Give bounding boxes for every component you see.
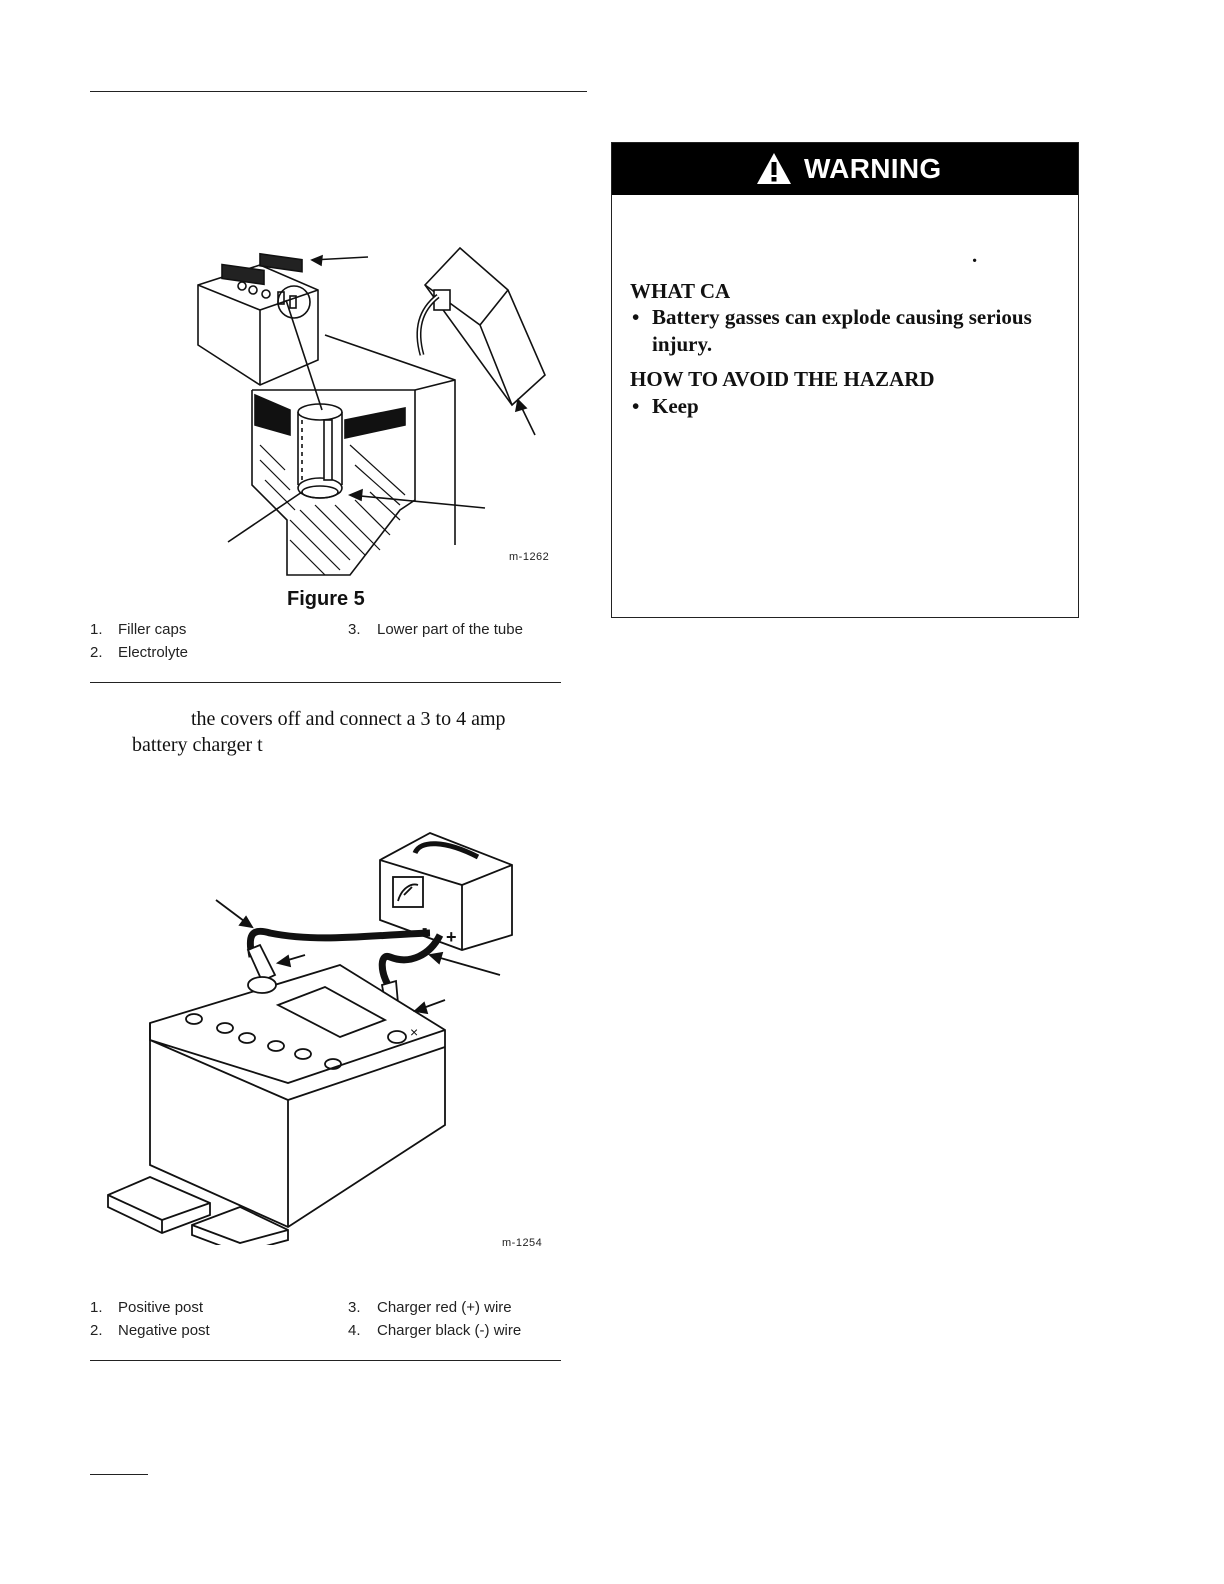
legend-item: Lower part of the tube [377, 621, 523, 638]
warning-what-heading: WHAT CA [630, 279, 731, 303]
legend-item: Charger red (+) wire [377, 1299, 512, 1316]
legend-number: 2. [90, 1322, 103, 1339]
warning-what-line2: injury. [652, 332, 713, 356]
figure5-caption: Figure 5 [287, 588, 365, 610]
figure5-tag: m-1262 [509, 551, 550, 563]
header-rule [90, 91, 587, 92]
legend-item: Electrolyte [118, 644, 189, 661]
warning-box: WARNING . WHAT CA • Battery gasses can e… [611, 142, 1079, 618]
figure5-illustration [197, 246, 546, 576]
bullet: • [632, 394, 640, 418]
figure6-rule [90, 1360, 561, 1361]
figure6-tag: m-1254 [502, 1237, 543, 1249]
legend-number: 4. [348, 1322, 361, 1339]
warning-header: WARNING [612, 143, 1078, 195]
legend-item: Charger black (-) wire [377, 1322, 522, 1339]
svg-text:×: × [410, 1024, 418, 1040]
legend-item: Positive post [118, 1299, 204, 1316]
figure6-illustration: - + × [107, 832, 513, 1245]
bullet: • [632, 305, 640, 329]
warning-triangle-icon [757, 153, 791, 184]
warning-how-heading: HOW TO AVOID THE HAZARD [630, 367, 935, 391]
legend-number: 2. [90, 644, 103, 661]
warning-title: WARNING [804, 153, 942, 184]
legend-item: Negative post [118, 1322, 210, 1339]
svg-text:-: - [422, 920, 427, 937]
figure5-rule [90, 682, 561, 683]
warning-what-line1: Battery gasses can explode causing serio… [652, 305, 1032, 329]
step-text-line1: the covers off and connect a 3 to 4 amp [191, 708, 506, 730]
warning-how-bullet: Keep [652, 394, 699, 418]
legend-item: Filler caps [118, 621, 187, 638]
legend-number: 1. [90, 1299, 103, 1316]
legend-number: 1. [90, 621, 103, 638]
footer-rule [90, 1474, 148, 1475]
warning-dot: . [972, 243, 978, 267]
legend-number: 3. [348, 621, 361, 638]
svg-text:+: + [446, 927, 457, 947]
legend-number: 3. [348, 1299, 361, 1316]
step-text-line2: battery charger t [132, 734, 263, 756]
